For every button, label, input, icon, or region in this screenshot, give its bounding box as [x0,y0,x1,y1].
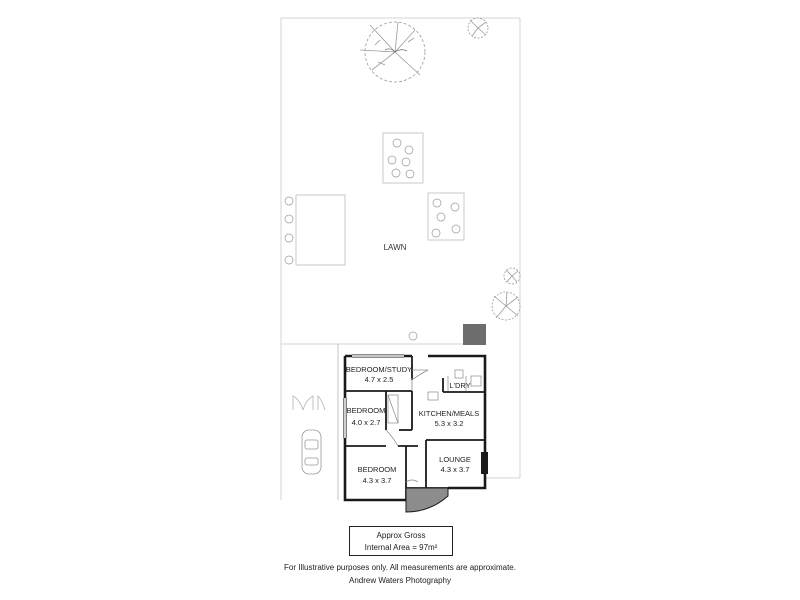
area-box-line-1: Approx Gross [376,531,426,540]
kitchen-fixtures [387,369,482,424]
shrub-icon [467,17,489,39]
room-name-bedroom-study: BEDROOM/STUDY [346,365,412,374]
room-name-laundry: L'DRY [449,381,470,390]
room-size-kitchen-meals: 5.3 x 3.2 [435,419,464,428]
garden-structure [284,194,346,266]
garden-bed [382,132,424,184]
windows [344,355,404,438]
room-name-bedroom-2: BEDROOM [347,406,386,415]
lawn-label: LAWN [384,243,407,252]
property-boundary [280,17,521,500]
credit-text: Andrew Waters Photography [349,576,451,585]
room-name-kitchen-meals: KITCHEN/MEALS [419,409,479,418]
carport [292,344,339,500]
room-size-lounge: 4.3 x 3.7 [441,465,470,474]
car-icon [301,429,322,475]
doors [385,369,467,483]
room-size-bedroom-study: 4.7 x 2.5 [365,375,394,384]
water-tank [463,324,486,345]
disclaimer-text: For Illustrative purposes only. All meas… [284,563,516,572]
area-box: Approx Gross Internal Area = 97m² [349,526,453,556]
entry-porch [405,487,449,513]
room-size-bedroom-2: 4.0 x 2.7 [352,418,381,427]
tree-icon [359,21,426,83]
room-name-bedroom-1: BEDROOM [358,465,397,474]
shrub-icon [408,331,418,341]
garden-bed [427,192,465,241]
room-name-lounge: LOUNGE [439,455,471,464]
fireplace [481,452,488,474]
windows [343,354,404,438]
room-size-bedroom-1: 4.3 x 3.7 [363,476,392,485]
shrub-icon [491,267,521,321]
area-box-line-2: Internal Area = 97m² [364,543,438,552]
